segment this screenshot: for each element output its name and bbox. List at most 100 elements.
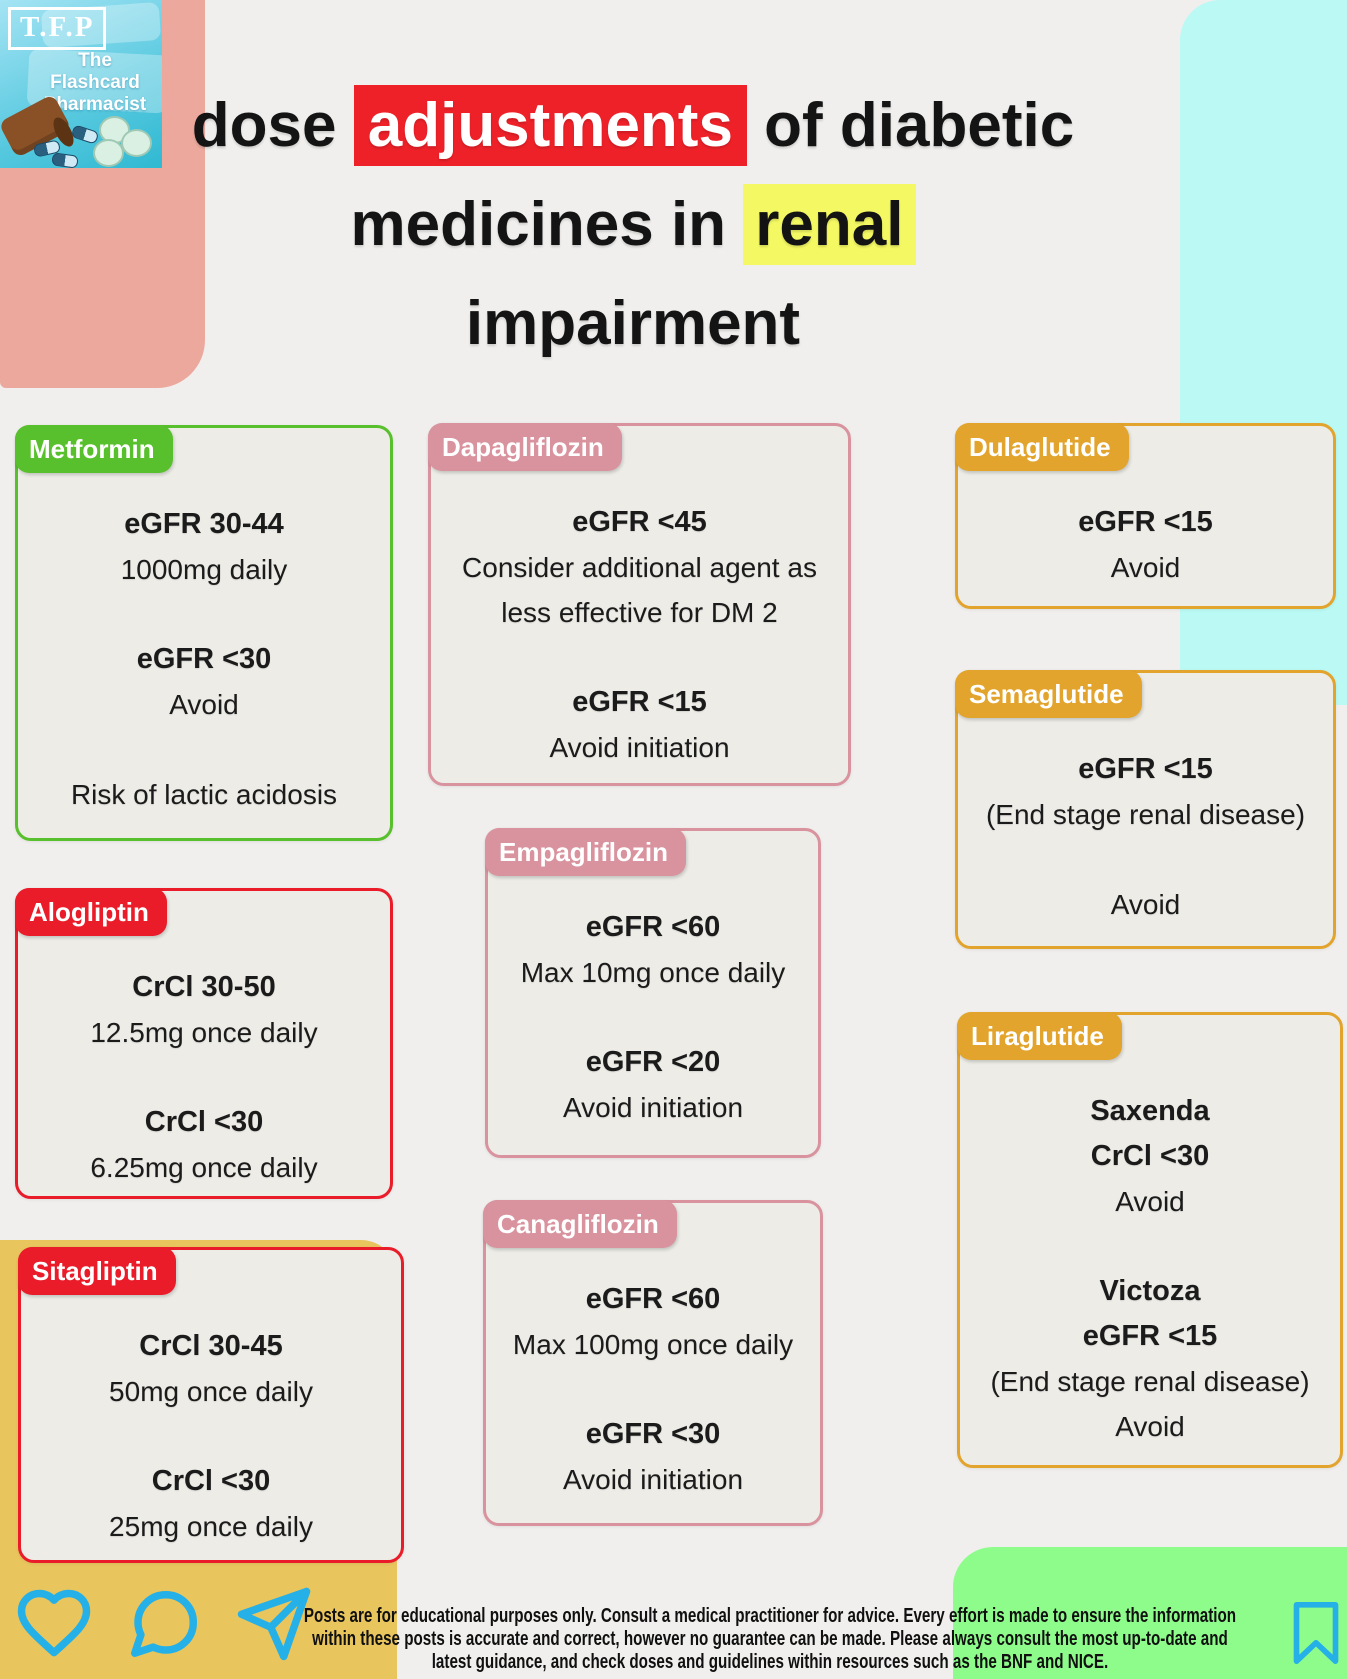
title-line-2: medicines in renal <box>0 175 1266 274</box>
spacer <box>492 1367 814 1412</box>
spacer <box>27 1414 395 1459</box>
card-line: Avoid <box>169 689 239 720</box>
disclaimer-line: within these posts is accurate and corre… <box>312 1628 1228 1650</box>
card-line: eGFR <20 <box>585 1046 721 1078</box>
card-line: Avoid <box>1115 1186 1185 1217</box>
card-line: Max 100mg once daily <box>512 1329 794 1360</box>
card-line: 1000mg daily <box>120 554 288 585</box>
card-tab-semaglutide: Semaglutide <box>955 670 1142 718</box>
title-text: medicines in <box>350 190 744 259</box>
tablet-icon <box>121 129 152 157</box>
card-tab-liraglutide: Liraglutide <box>957 1012 1122 1060</box>
spacer <box>964 837 1327 882</box>
brand-logo: T.F.P The Flashcard Pharmacist <box>0 0 162 168</box>
card-line: CrCl 30-50 <box>132 971 276 1003</box>
card-tab-alogliptin: Alogliptin <box>15 888 167 936</box>
title-text: of diabetic <box>746 91 1075 160</box>
card-line: Max 10mg once daily <box>520 957 786 988</box>
comment-icon[interactable] <box>124 1585 204 1663</box>
spacer <box>966 1224 1334 1269</box>
card-line: Victoza <box>1099 1275 1201 1307</box>
logo-brand-name: The Flashcard Pharmacist <box>30 50 160 116</box>
card-line: eGFR <15 <box>1078 753 1213 785</box>
card-line: CrCl 30-45 <box>139 1330 283 1362</box>
card-tab-dulaglutide: Dulaglutide <box>955 423 1129 471</box>
card-tab-metformin: Metformin <box>15 425 173 473</box>
card-line: CrCl <30 <box>151 1465 271 1497</box>
disclaimer-line: latest guidance, and check doses and gui… <box>431 1651 1109 1673</box>
card-line: Avoid <box>1110 889 1181 920</box>
logo-tfp-monogram: T.F.P <box>8 7 107 50</box>
logo-name-line: Flashcard <box>50 72 140 93</box>
card-line: CrCl <30 <box>1090 1140 1210 1172</box>
disclaimer-text: Posts are for educational purposes only.… <box>287 1605 1252 1674</box>
card-line: Risk of lactic acidosis <box>70 779 338 810</box>
title-highlight-adjustments: adjustments <box>353 85 747 166</box>
card-line: eGFR <60 <box>585 1283 721 1315</box>
spacer <box>24 592 384 637</box>
title-text: dose <box>191 91 354 160</box>
card-tab-canagliflozin: Canagliflozin <box>483 1200 677 1248</box>
card-line: CrCl <30 <box>144 1106 264 1138</box>
social-actions <box>14 1585 314 1663</box>
card-line: eGFR <30 <box>136 643 272 675</box>
title-line-1: dose adjustments of diabetic <box>0 76 1266 175</box>
card-semaglutide: Semaglutide eGFR <15 (End stage renal dise… <box>955 670 1336 949</box>
card-line: Avoid initiation <box>549 732 730 763</box>
title-highlight-renal: renal <box>743 184 916 265</box>
card-tab-dapagliflozin: Dapagliflozin <box>428 423 622 471</box>
title-line-3: impairment <box>465 289 801 358</box>
card-line: Saxenda <box>1090 1095 1210 1127</box>
spacer <box>437 635 842 680</box>
card-line: 50mg once daily <box>109 1376 313 1407</box>
heart-icon[interactable] <box>14 1585 94 1663</box>
card-line: (End stage renal disease) <box>990 1366 1310 1397</box>
card-line: eGFR <45 <box>572 506 707 538</box>
card-line: eGFR <15 <box>1082 1320 1218 1352</box>
card-body: eGFR <15 (End stage renal disease) Avoid <box>958 673 1333 927</box>
tablet-icon <box>93 139 124 167</box>
card-line: 12.5mg once daily <box>90 1017 318 1048</box>
card-line: Avoid <box>1115 1411 1185 1442</box>
card-line: 25mg once daily <box>109 1511 313 1542</box>
card-tab-sitagliptin: Sitagliptin <box>18 1247 176 1295</box>
disclaimer-line: Posts are for educational purposes only.… <box>303 1605 1237 1627</box>
capsule-icon <box>70 124 100 145</box>
card-line: Consider additional agent as less effect… <box>462 552 817 628</box>
card-line: 6.25mg once daily <box>90 1152 318 1183</box>
card-line: eGFR 30-44 <box>124 508 284 540</box>
card-line: eGFR <60 <box>585 911 721 943</box>
logo-name-line: The <box>78 50 112 71</box>
deco-green-rect <box>953 1547 1347 1679</box>
spacer <box>24 1055 384 1100</box>
card-line: eGFR <15 <box>572 686 707 718</box>
logo-name-line: Pharmacist <box>43 94 147 115</box>
share-icon[interactable] <box>234 1585 314 1663</box>
card-line: Avoid <box>1110 552 1181 583</box>
bookmark-icon[interactable] <box>1290 1598 1342 1668</box>
card-line: eGFR <15 <box>1078 506 1213 538</box>
card-line: Avoid initiation <box>562 1464 744 1495</box>
spacer <box>24 727 384 772</box>
card-tab-empagliflozin: Empagliflozin <box>485 828 686 876</box>
page-title: dose adjustments of diabetic medicines i… <box>0 76 1266 373</box>
spacer <box>494 995 812 1040</box>
card-line: (End stage renal disease) <box>985 799 1306 830</box>
capsule-icon <box>51 152 79 168</box>
